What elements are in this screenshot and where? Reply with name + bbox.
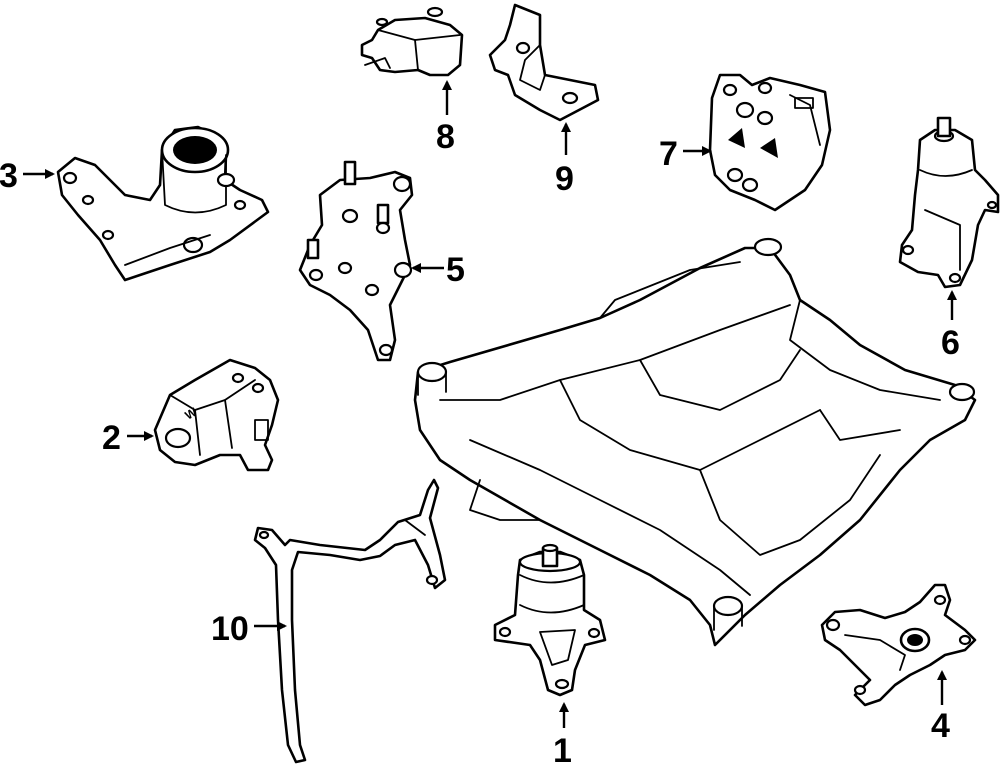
subframe-crossmember <box>413 237 977 647</box>
part-1-engine-mount <box>493 543 607 697</box>
part-2-transmission-mount: W <box>153 358 280 472</box>
part-7-mount-block <box>708 73 832 212</box>
callout-numbers: 1 2 3 4 5 6 7 8 9 10 <box>0 118 960 769</box>
part-9-bracket <box>488 3 600 122</box>
part-4-rear-mount <box>820 583 977 707</box>
part-10-torque-rod <box>253 478 447 764</box>
callout-5: 5 <box>446 251 465 289</box>
callout-9: 9 <box>555 160 574 198</box>
callout-4: 4 <box>931 707 950 745</box>
part-5-bracket-arm <box>298 160 414 362</box>
callout-3: 3 <box>0 157 18 195</box>
callout-6: 6 <box>941 324 960 362</box>
callout-8: 8 <box>436 118 455 156</box>
callout-2: 2 <box>102 419 121 457</box>
part-6-engine-mount <box>898 116 1000 289</box>
part-8-sensor <box>360 6 464 77</box>
part-3-mount-bracket <box>56 125 270 282</box>
callout-leaders <box>23 80 957 728</box>
callout-10: 10 <box>211 610 249 648</box>
callout-1: 1 <box>553 732 572 769</box>
callout-7: 7 <box>659 135 678 173</box>
